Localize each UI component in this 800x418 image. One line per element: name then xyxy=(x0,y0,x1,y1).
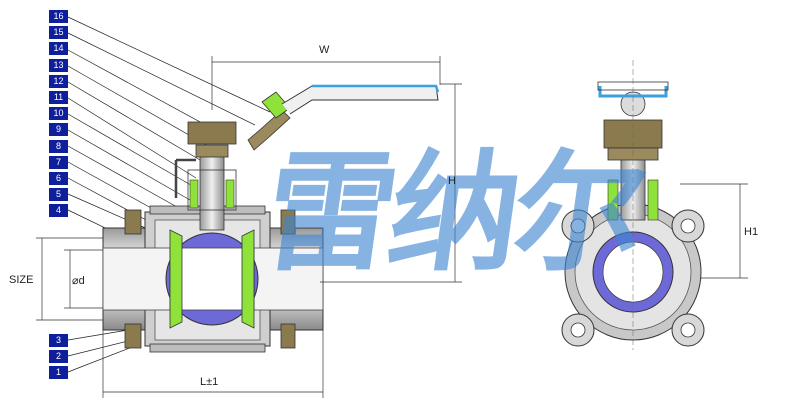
part-tag: 16 xyxy=(49,10,68,23)
part-tag: 4 xyxy=(49,204,68,218)
part-tag: 2 xyxy=(49,350,68,363)
dim-size-label: SIZE xyxy=(9,274,34,286)
part-tag: 1 xyxy=(49,366,68,379)
dim-l-label: L±1 xyxy=(200,376,219,388)
right-end-view xyxy=(561,60,705,350)
dim-h1-label: H1 xyxy=(744,226,759,238)
part-tag: 11 xyxy=(49,91,68,104)
left-section-view xyxy=(102,84,440,353)
leader-lines xyxy=(67,16,271,373)
part-tag: 8 xyxy=(49,139,68,153)
part-tag: 9 xyxy=(49,123,68,137)
part-tag: 5 xyxy=(49,188,68,202)
part-tag: 12 xyxy=(49,74,68,88)
dim-h-label: H xyxy=(448,175,456,187)
part-tag: 10 xyxy=(49,107,68,121)
part-tag: 13 xyxy=(49,58,68,72)
part-tag: 3 xyxy=(49,334,68,347)
dim-w-label: W xyxy=(319,44,330,56)
part-tag: 7 xyxy=(49,155,68,169)
dim-d-label: ⌀d xyxy=(72,275,85,287)
part-tag: 15 xyxy=(49,26,68,40)
watermark-text: 雷纳尔 xyxy=(255,137,650,289)
dimension-lines xyxy=(36,56,748,398)
part-tag: 6 xyxy=(49,172,68,185)
part-tag: 14 xyxy=(49,42,68,56)
